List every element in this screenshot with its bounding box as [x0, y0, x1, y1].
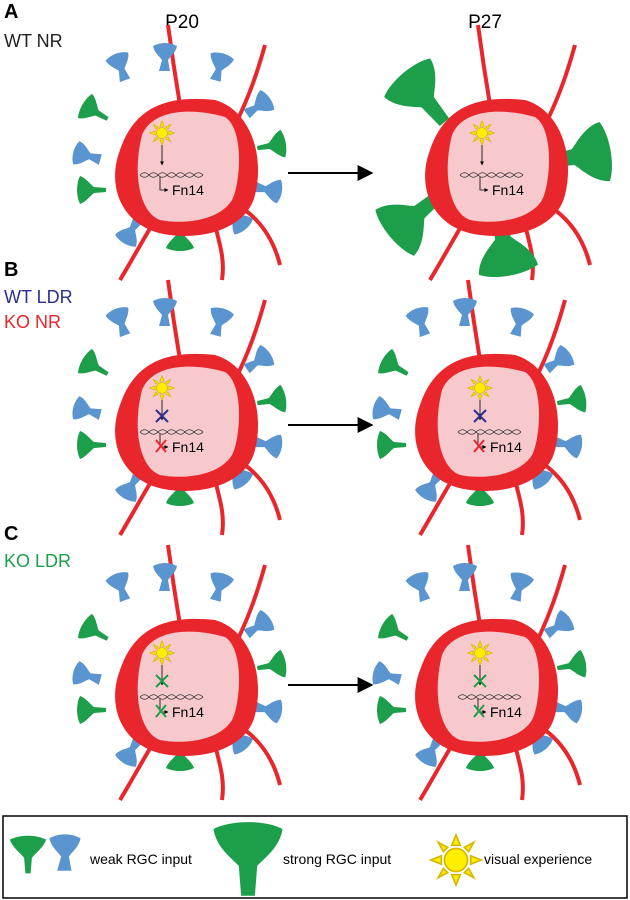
- gene-label-a-p27: Fn14: [492, 182, 524, 198]
- condition-wt-ldr: WT LDR: [4, 287, 73, 307]
- gene-label-c-p27: Fn14: [490, 704, 522, 720]
- legend-sun-icon: [429, 833, 483, 887]
- condition-ko-nr: KO NR: [4, 312, 61, 332]
- panel-letter-b: B: [4, 259, 18, 281]
- cell-b-p27: Fn14: [370, 278, 589, 537]
- gene-label-c-p20: Fn14: [172, 704, 204, 720]
- legend-weak-label: weak RGC input: [89, 851, 192, 867]
- gene-label-b-p27: Fn14: [490, 439, 522, 455]
- gene-label-a-p20: Fn14: [172, 182, 204, 198]
- legend-visual-label: visual experience: [484, 851, 592, 867]
- cell-a-p27: Fn14: [370, 23, 616, 282]
- cell-b-p20: Fn14: [70, 278, 289, 537]
- cell-c-p20: Fn14: [70, 543, 289, 802]
- cell-a-p20: Fn14: [70, 23, 289, 282]
- column-header-p20: P20: [165, 12, 199, 33]
- condition-wt-nr: WT NR: [4, 31, 63, 51]
- panel-letter-c: C: [4, 523, 18, 545]
- condition-ko-ldr: KO LDR: [4, 551, 71, 571]
- legend-strong-label: strong RGC input: [283, 851, 391, 867]
- panel-letter-a: A: [4, 1, 18, 23]
- legend-box: [2, 815, 628, 899]
- cell-c-p27: Fn14: [370, 543, 589, 802]
- column-header-p27: P27: [468, 12, 502, 33]
- gene-label-b-p20: Fn14: [172, 439, 204, 455]
